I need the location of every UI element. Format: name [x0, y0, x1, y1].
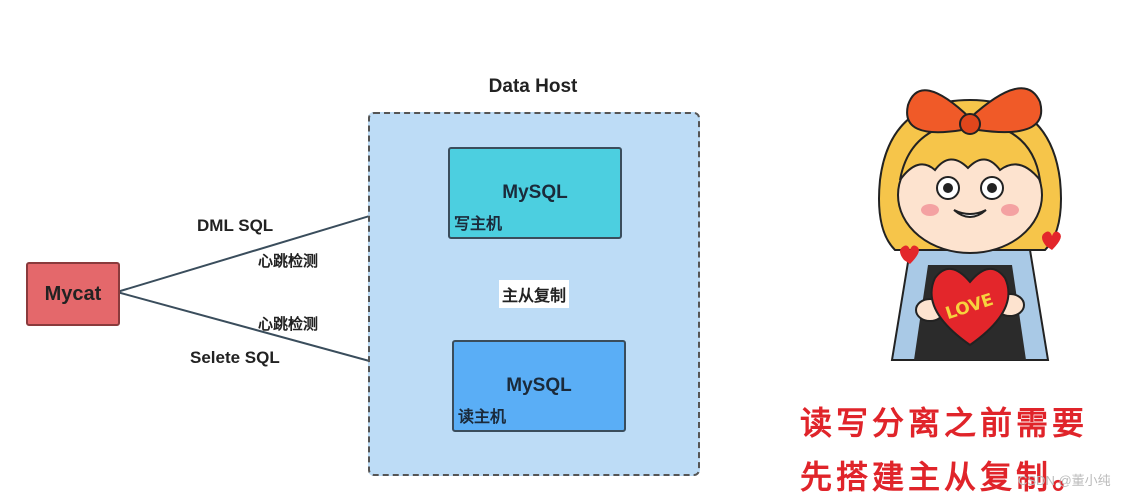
mycat-node: Mycat — [26, 262, 120, 326]
mysql-read-role: 读主机 — [458, 407, 507, 426]
mysql-write-title: MySQL — [502, 182, 568, 203]
mysql-write-role: 写主机 — [454, 214, 503, 233]
mycat-label: Mycat — [44, 282, 102, 305]
cartoon-girl-illustration: LOVE — [878, 87, 1062, 361]
edge-label-dml: DML SQL — [197, 216, 274, 235]
replication-label: 主从复制 — [499, 280, 570, 308]
watermark: CSDN @董小纯 — [1018, 473, 1111, 488]
edge-label-select: Selete SQL — [190, 348, 280, 367]
data-host-title: Data Host — [488, 76, 578, 97]
mysql-write-node: MySQL 写主机 — [448, 147, 622, 239]
caption-line-1: 读写分离之前需要 — [800, 404, 1089, 442]
caption-line-2: 先搭建主从复制。 — [800, 458, 1089, 496]
edge-label-heartbeat-upper: 心跳检测 — [258, 252, 319, 270]
mysql-read-title: MySQL — [506, 375, 572, 396]
edge-label-heartbeat-lower: 心跳检测 — [258, 315, 319, 333]
mysql-read-node: MySQL 读主机 — [452, 340, 626, 432]
